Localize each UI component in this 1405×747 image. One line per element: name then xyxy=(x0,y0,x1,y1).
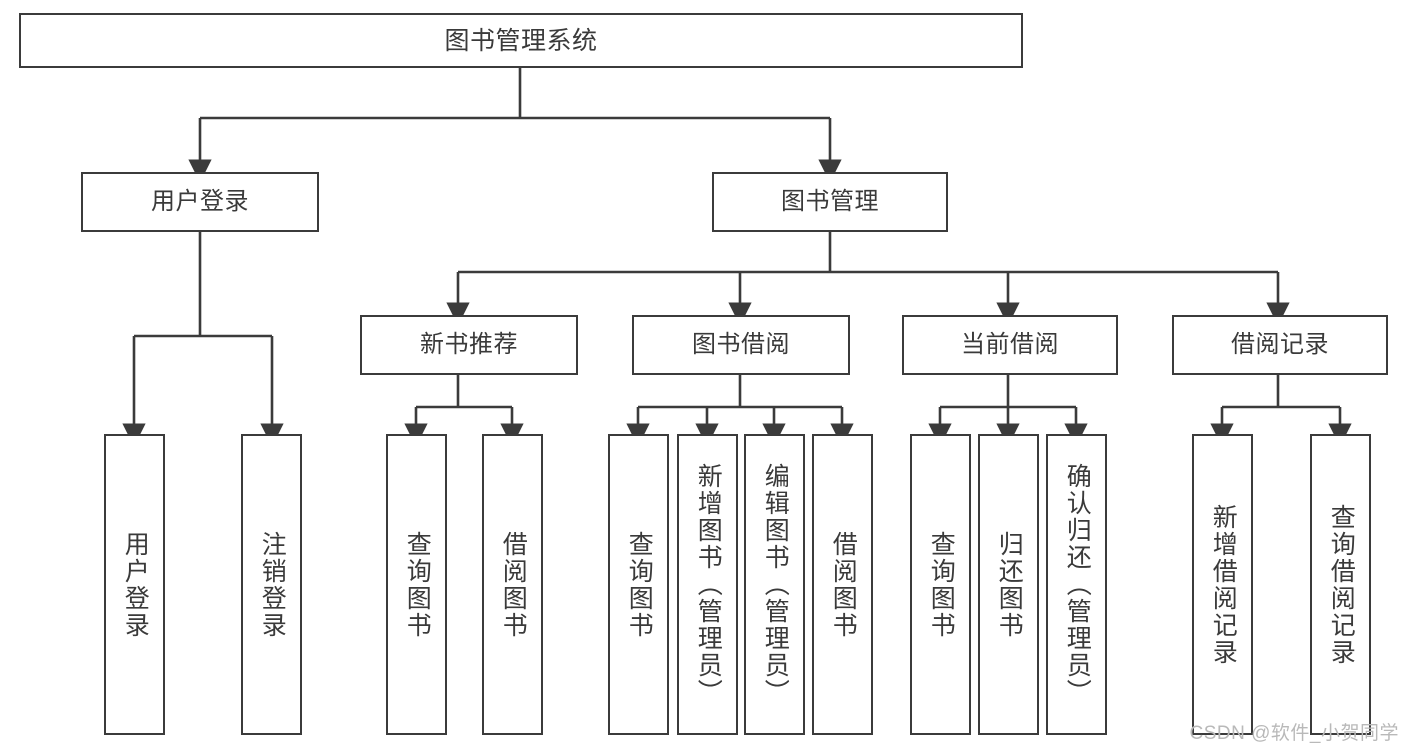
node-current-borrow[interactable]: 当前借阅 xyxy=(902,315,1118,375)
leaf-edit-book-admin[interactable]: 编辑图书（管理员） xyxy=(744,434,805,735)
node-book-borrow[interactable]: 图书借阅 xyxy=(632,315,850,375)
leaf-borrow-book-borrow[interactable]: 借阅图书 xyxy=(812,434,873,735)
node-borrow-record[interactable]: 借阅记录 xyxy=(1172,315,1388,375)
node-new-book-recommend[interactable]: 新书推荐 xyxy=(360,315,578,375)
leaf-query-borrow-record[interactable]: 查询借阅记录 xyxy=(1310,434,1371,735)
leaf-query-book-new-recommend[interactable]: 查询图书 xyxy=(386,434,447,735)
leaf-user-logout[interactable]: 注销登录 xyxy=(241,434,302,735)
node-user-login[interactable]: 用户登录 xyxy=(81,172,319,232)
leaf-add-book-admin[interactable]: 新增图书（管理员） xyxy=(677,434,738,735)
node-book-manage[interactable]: 图书管理 xyxy=(712,172,948,232)
csdn-watermark: CSDN @软件_小贺同学 xyxy=(1189,723,1399,744)
node-root-book-management-system[interactable]: 图书管理系统 xyxy=(19,13,1023,68)
leaf-confirm-return-admin[interactable]: 确认归还（管理员） xyxy=(1046,434,1107,735)
leaf-query-book-current[interactable]: 查询图书 xyxy=(910,434,971,735)
leaf-add-borrow-record[interactable]: 新增借阅记录 xyxy=(1192,434,1253,735)
leaf-borrow-book-new-recommend[interactable]: 借阅图书 xyxy=(482,434,543,735)
leaf-return-book[interactable]: 归还图书 xyxy=(978,434,1039,735)
leaf-query-book-borrow[interactable]: 查询图书 xyxy=(608,434,669,735)
leaf-user-login[interactable]: 用户登录 xyxy=(104,434,165,735)
